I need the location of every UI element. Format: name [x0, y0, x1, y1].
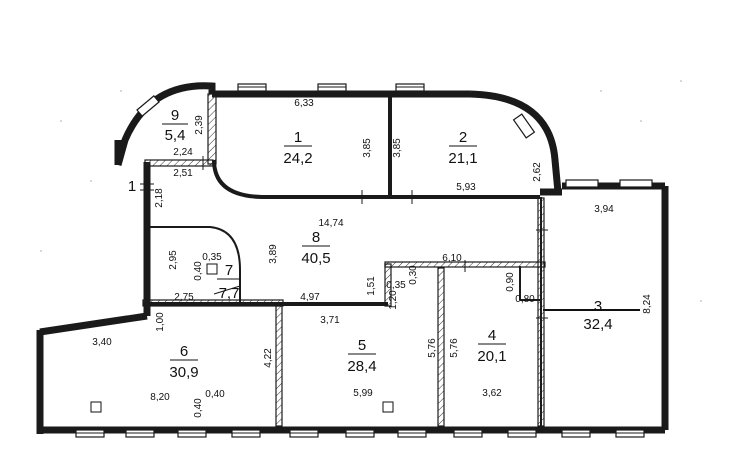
- room-7-area: 7,7: [219, 285, 240, 302]
- room-7-number: 7: [225, 262, 233, 279]
- inner-walls: [147, 96, 640, 427]
- room-4-number: 4: [488, 327, 496, 344]
- dim-label: 1,00: [155, 312, 166, 332]
- dim-label: 2,62: [532, 162, 543, 182]
- room-5-area: 28,4: [347, 358, 376, 375]
- dim-label: 8,24: [642, 294, 653, 314]
- dim-label: 5,99: [353, 388, 373, 399]
- room-8-number: 8: [312, 229, 320, 246]
- room-3-area: 32,4: [583, 316, 612, 333]
- dimension-labels: 6,33 3,85 3,85 2,62 5,93 2,39 2,24 2,51 …: [92, 98, 653, 418]
- dim-label: 1,51: [366, 276, 377, 296]
- dim-label: 1,20: [388, 290, 399, 310]
- dim-label: 2,95: [168, 250, 179, 270]
- dim-label: 2,39: [194, 115, 205, 135]
- dim-label: 3,62: [482, 388, 502, 399]
- room-9-area: 5,4: [165, 127, 186, 144]
- room-2-area: 21,1: [448, 150, 477, 167]
- dim-label: 14,74: [318, 218, 343, 229]
- dim-label: 4,97: [300, 292, 320, 303]
- room-5-label: 5 28,4: [347, 337, 376, 375]
- dim-label: 2,24: [173, 147, 193, 158]
- paper-texture: [40, 80, 702, 302]
- dim-label: 8,20: [150, 392, 170, 403]
- dim-label: 0,40: [205, 389, 225, 400]
- dim-label: 3,85: [362, 138, 373, 158]
- room-1-area: 24,2: [283, 150, 312, 167]
- room-1-label: 1 24,2: [283, 129, 312, 167]
- room-2-label: 2 21,1: [448, 129, 477, 167]
- dim-label: 5,76: [427, 338, 438, 358]
- room-9-label: 9 5,4: [162, 107, 188, 144]
- room-6-area: 30,9: [169, 364, 198, 381]
- room-labels: 1 24,2 2 21,1 3 32,4 4 20,1 5 28,4 6 30,…: [128, 107, 613, 381]
- dim-label: 0,40: [193, 398, 204, 418]
- dim-label: 0,30: [408, 265, 419, 285]
- room-8-area: 40,5: [301, 250, 330, 267]
- room-2-number: 2: [459, 129, 467, 146]
- room-7-label: 7 7,7: [217, 262, 241, 302]
- dim-label: 4,22: [263, 348, 274, 368]
- dim-label: 5,93: [456, 182, 476, 193]
- room-5-number: 5: [358, 337, 366, 354]
- room-8-label: 8 40,5: [301, 229, 330, 267]
- room-6-number: 6: [180, 343, 188, 360]
- room-3-label: 3 32,4: [583, 298, 612, 333]
- dim-label: 0,40: [193, 261, 204, 281]
- dim-label: 0,90: [505, 272, 516, 292]
- dim-label: 2,75: [174, 292, 194, 303]
- room-4-area: 20,1: [477, 348, 506, 365]
- unnumbered-room-label: 1: [128, 178, 136, 195]
- room-9-number: 9: [171, 107, 179, 124]
- room-4-label: 4 20,1: [477, 327, 506, 365]
- dim-label: 3,85: [392, 138, 403, 158]
- dim-label: 6,33: [294, 98, 314, 109]
- outer-walls: [36, 82, 669, 434]
- windows: [75, 83, 653, 438]
- room-1-number: 1: [294, 129, 302, 146]
- vent-shafts: [90, 263, 394, 413]
- dim-label: 5,76: [449, 338, 460, 358]
- door-ticks: [140, 156, 548, 319]
- dim-label: 0,35: [386, 280, 406, 291]
- dim-label: 3,40: [92, 337, 112, 348]
- dim-label: 0,80: [515, 294, 535, 305]
- room-6-label: 6 30,9: [169, 343, 198, 381]
- dim-label: 3,71: [320, 315, 340, 326]
- dim-label: 3,89: [268, 244, 279, 264]
- dim-label: 6,10: [442, 253, 462, 264]
- dim-label: 0,35: [202, 252, 222, 263]
- dim-label: 2,51: [173, 168, 193, 179]
- dim-label: 2,18: [154, 188, 165, 208]
- room-3-number: 3: [594, 298, 602, 315]
- dim-label: 3,94: [594, 204, 614, 215]
